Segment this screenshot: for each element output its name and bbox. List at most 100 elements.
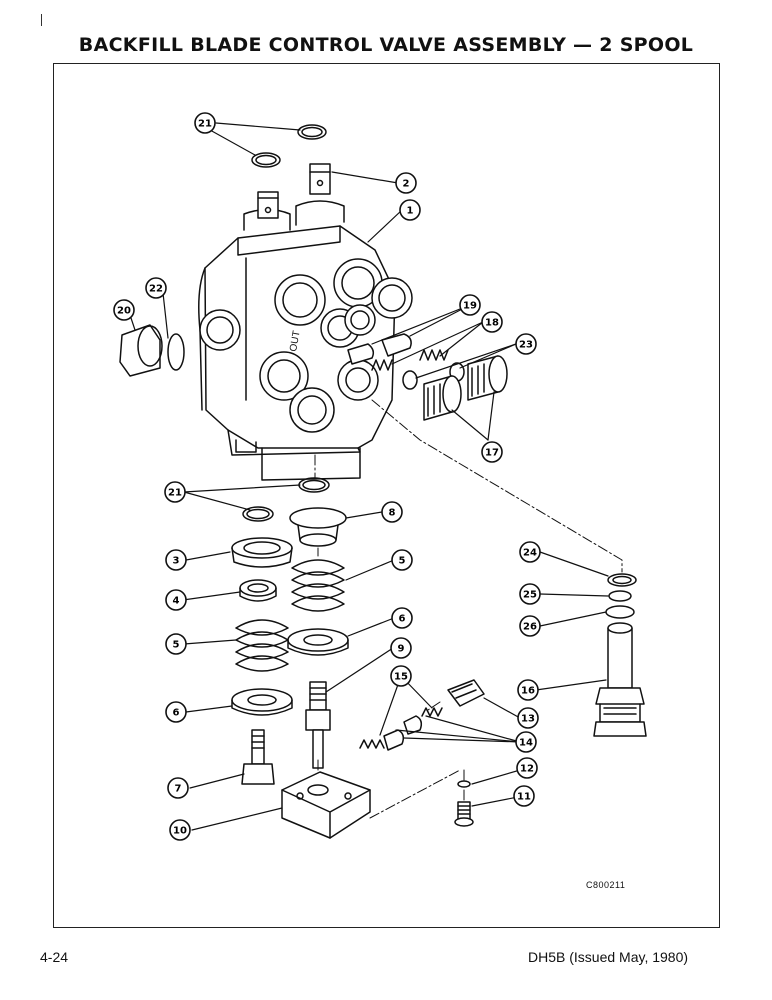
callout-circle [167, 777, 189, 799]
callout-label: 18 [485, 318, 499, 329]
callout-circle [165, 633, 187, 655]
detent-plug [447, 679, 485, 707]
callout-circle [515, 333, 537, 355]
stop-bolt [241, 729, 275, 785]
relief-plug [423, 375, 462, 421]
svg-text:OUT: OUT [288, 330, 302, 353]
spacer [239, 579, 277, 602]
callout-label: 21 [168, 488, 182, 499]
callout-17: 17 [481, 441, 503, 463]
callout-circle [194, 112, 216, 134]
spring [371, 359, 393, 371]
callout-6: 6 [165, 701, 187, 723]
callout-6: 6 [391, 607, 413, 629]
callout-5: 5 [391, 549, 413, 571]
callout-circle [395, 172, 417, 194]
callout-3: 3 [165, 549, 187, 571]
spring-cap [231, 537, 293, 568]
callout-1: 1 [399, 199, 421, 221]
spring [291, 559, 345, 612]
o-ring [297, 124, 327, 140]
spring [421, 707, 443, 717]
callout-label: 22 [149, 284, 163, 295]
drawing-code: C800211 [586, 880, 626, 890]
callout-2: 2 [395, 172, 417, 194]
callout-label: 8 [389, 508, 396, 519]
callout-label: 24 [523, 548, 537, 559]
callout-circle [391, 607, 413, 629]
spring [419, 349, 449, 361]
spring [359, 739, 385, 749]
callout-label: 1 [407, 206, 414, 217]
valve-body: OUT [198, 163, 413, 481]
callout-circle [169, 819, 191, 841]
callout-circle [399, 199, 421, 221]
callout-circle [391, 549, 413, 571]
relief-plug [467, 355, 508, 401]
callout-20: 20 [113, 299, 135, 321]
snap-ring [607, 573, 637, 587]
callout-circle [145, 277, 167, 299]
cap-screw [454, 801, 474, 827]
callout-circle [519, 541, 541, 563]
callout-23: 23 [515, 333, 537, 355]
poppet [381, 333, 412, 357]
callout-9: 9 [390, 637, 412, 659]
callout-label: 3 [173, 556, 180, 567]
backup-ring [608, 590, 632, 602]
margin-mark [41, 14, 42, 26]
callout-circle [519, 615, 541, 637]
lock-washer [457, 780, 471, 788]
o-ring [167, 333, 185, 371]
callout-8: 8 [381, 501, 403, 523]
callout-circle [165, 549, 187, 571]
callout-label: 17 [485, 448, 499, 459]
callout-21: 21 [164, 481, 186, 503]
callout-label: 15 [394, 672, 408, 683]
callout-label: 9 [398, 644, 405, 655]
callout-label: 23 [519, 340, 533, 351]
callout-label: 16 [521, 686, 535, 697]
document-id: DH5B (Issued May, 1980) [528, 949, 689, 965]
callout-circle [113, 299, 135, 321]
callout-label: 5 [173, 640, 180, 651]
cover-plate [281, 771, 371, 839]
callout-24: 24 [519, 541, 541, 563]
callout-circle [390, 637, 412, 659]
callout-circle [381, 501, 403, 523]
callout-11: 11 [513, 785, 535, 807]
callout-circle [481, 311, 503, 333]
callout-circle [459, 294, 481, 316]
callout-label: 25 [523, 590, 537, 601]
poppet [347, 343, 375, 365]
figure-frame [53, 63, 720, 928]
callout-circle [164, 481, 186, 503]
page-title: BACKFILL BLADE CONTROL VALVE ASSEMBLY — … [78, 34, 694, 56]
callout-22: 22 [145, 277, 167, 299]
callout-label: 2 [403, 179, 410, 190]
callout-21: 21 [194, 112, 216, 134]
callout-16: 16 [517, 679, 539, 701]
callout-label: 19 [463, 301, 477, 312]
o-ring [242, 506, 274, 522]
spring-cap [289, 507, 347, 547]
o-ring [251, 152, 281, 168]
callout-circle [516, 757, 538, 779]
callout-label: 6 [399, 614, 406, 625]
callout-circle [513, 785, 535, 807]
spool-stem [305, 681, 331, 769]
relief-valve-cartridge [593, 622, 647, 737]
callout-5: 5 [165, 633, 187, 655]
callout-label: 4 [173, 596, 180, 607]
callout-circle [390, 665, 412, 687]
plug [119, 324, 163, 377]
callout-circle [517, 707, 539, 729]
callout-4: 4 [165, 589, 187, 611]
callout-label: 21 [198, 119, 212, 130]
callout-label: 11 [517, 792, 531, 803]
callout-26: 26 [519, 615, 541, 637]
callout-circle [519, 583, 541, 605]
washer [231, 688, 293, 716]
callout-label: 10 [173, 826, 187, 837]
